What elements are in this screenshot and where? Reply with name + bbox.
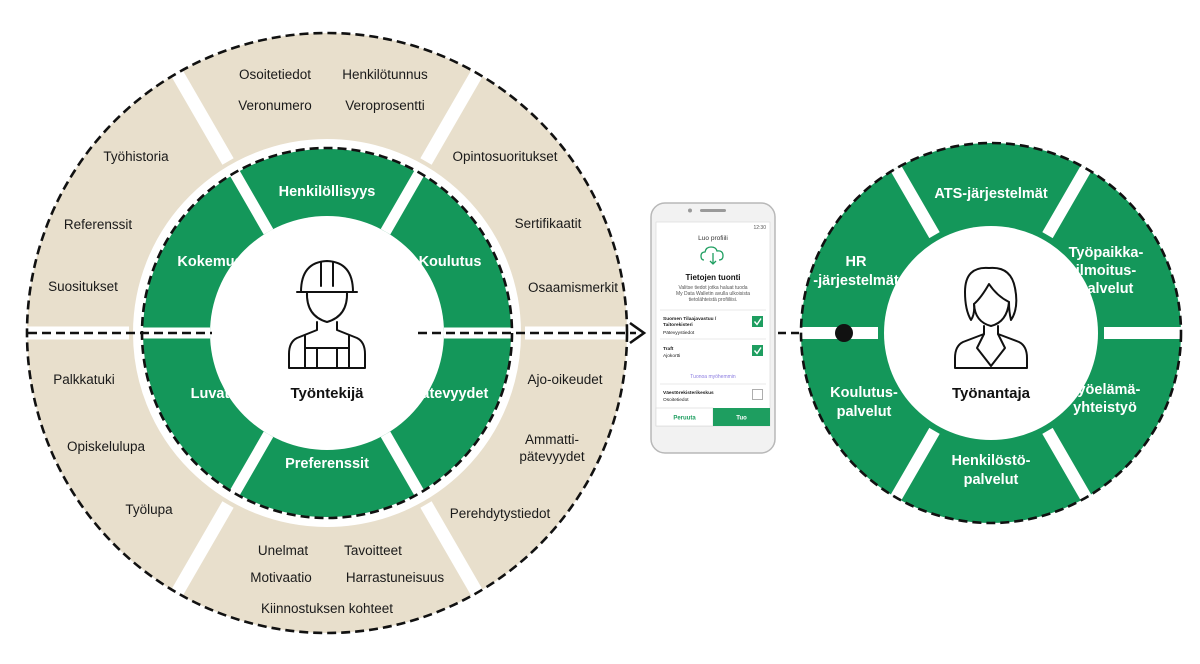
outer-item: Opiskelulupa [67, 439, 146, 454]
arrow-head-icon [629, 321, 647, 345]
employer-segment-tyoelama: Työelämä- [1070, 382, 1141, 398]
woman-avatar-icon [954, 266, 1028, 369]
phone-camera [688, 208, 692, 213]
phone-heading: Tietojen tuonti [686, 273, 741, 282]
employer-segment-koulutus: Koulutus- [830, 385, 898, 401]
outer-item: Työlupa [125, 502, 173, 517]
phone-speaker [700, 209, 726, 212]
phone-source-detail: Ajokortti [663, 353, 680, 359]
inner-segment-luvat: Luvat [191, 386, 230, 402]
outer-item: Osaamismerkit [528, 280, 618, 295]
outer-item: Henkilötunnus [342, 67, 428, 82]
employer-segment-hr: HR [846, 254, 867, 270]
phone-source-detail: Pätevyystiedot [663, 330, 695, 336]
employee-outer-border [25, 31, 629, 635]
employer-center [884, 226, 1098, 440]
connector-employee-to-phone [560, 321, 647, 345]
outer-item: Opintosuoritukset [452, 149, 557, 164]
phone-checkbox-checked[interactable] [752, 316, 763, 327]
worker-helmet-icon [288, 260, 366, 369]
employer-segment-henkilosto: palvelut [964, 472, 1019, 488]
employer-segment-tyopaikka: palvelut [1079, 281, 1134, 297]
employer-segment-henkilosto: Henkilöstö- [952, 453, 1031, 469]
employee-inner-labels: Henkilöllisyys Koulutus Pätevyydet Prefe… [177, 184, 488, 472]
phone-checkbox-checked[interactable] [752, 345, 763, 356]
phone-source-item[interactable]: Suomen Tilaajavastuu / Taitorekisteri Pä… [663, 316, 763, 336]
outer-item: Perehdytystiedot [450, 506, 551, 521]
phone-confirm-button-bg [713, 408, 770, 426]
outer-item: Tavoitteet [344, 543, 402, 558]
phone-confirm-button[interactable]: Tuo [736, 416, 747, 422]
outer-item: Palkkatuki [53, 372, 115, 387]
outer-item: pätevyydet [519, 449, 585, 464]
employer-separators [799, 165, 1183, 501]
outer-item: Referenssit [64, 217, 133, 232]
employer-border [799, 141, 1183, 525]
phone-mockup: 12:30 Luo profiili Tietojen tuonti Valit… [650, 202, 776, 454]
employer-segment-ats: ATS-järjestelmät [934, 186, 1048, 202]
outer-item: Työhistoria [103, 149, 169, 164]
inner-segment-preferenssit: Preferenssit [285, 456, 369, 472]
inner-segment-koulutus: Koulutus [419, 254, 482, 270]
outer-item: Osoitetiedot [239, 67, 311, 82]
phone-source-name: Traft [663, 346, 674, 352]
employer-segment-labels: ATS-järjestelmät Työpaikka- ilmoitus- pa… [813, 186, 1143, 488]
phone-source-detail: Osoitetiedot [663, 397, 689, 403]
outer-item: Suositukset [48, 279, 118, 294]
phone-source-name: Väestörekisterikeskus [663, 390, 714, 396]
outer-item: Sertifikaatit [515, 216, 582, 231]
inner-segment-patevyydet: Pätevyydet [412, 386, 489, 402]
employee-outer-labels: Osoitetiedot Henkilötunnus Veronumero Ve… [48, 67, 618, 616]
outer-item: Kiinnostuksen kohteet [261, 601, 393, 616]
phone-source-name: Taitorekisteri [663, 322, 693, 328]
outer-item: Ajo-oikeudet [527, 372, 602, 387]
phone-title: Luo profiili [698, 235, 728, 242]
inner-segment-henkilollisyys: Henkilöllisyys [279, 184, 376, 200]
phone-source-name: Suomen Tilaajavastuu / [663, 316, 717, 322]
employer-center-label: Työnantaja [952, 385, 1031, 402]
phone-cancel-button[interactable]: Peruuta [673, 416, 696, 422]
employee-wheel: Työntekijä Henkilöllisyys Koulutus Pätev… [25, 31, 629, 635]
outer-item: Unelmat [258, 543, 309, 558]
inner-segment-kokemus: Kokemus [177, 254, 242, 270]
phone-source-item[interactable]: Väestörekisterikeskus Osoitetiedot [663, 389, 763, 404]
phone-status-time: 12:30 [753, 225, 766, 231]
phone-description-line: tietolähteistä profiiliisi. [689, 297, 738, 303]
employer-segment-tyopaikka: Työpaikka- [1069, 245, 1144, 261]
phone-source-item[interactable]: Traft Ajokortti [663, 345, 763, 359]
phone-description-line: Valitse tiedot jotka haluat tuoda [678, 285, 747, 291]
phone-description-line: My Data Walletin avulla ulkoisista [676, 291, 750, 297]
outer-item: Veroprosentti [345, 98, 425, 113]
check-icon [753, 347, 762, 355]
employer-wheel: Työnantaja ATS-järjestelmät Työpaikka- i… [799, 141, 1183, 525]
employer-segment-tyoelama: yhteistyö [1073, 400, 1137, 416]
cloud-download-icon [700, 246, 724, 265]
phone-later-link[interactable]: Tuonoa myöhemmin [690, 374, 736, 380]
outer-item: Harrastuneisuus [346, 570, 445, 585]
check-icon [753, 318, 762, 326]
phone-checkbox-unchecked[interactable] [752, 389, 763, 400]
outer-item: Veronumero [238, 98, 312, 113]
employer-segment-koulutus: palvelut [837, 404, 892, 420]
outer-item: Motivaatio [250, 570, 312, 585]
employee-center [210, 216, 444, 450]
connector-endpoint-dot [835, 324, 853, 342]
employer-segment-tyopaikka: ilmoitus- [1076, 263, 1137, 279]
employee-center-label: Työntekijä [290, 385, 364, 402]
employer-segment-hr: -järjestelmät [813, 273, 899, 289]
outer-item: Ammatti- [525, 432, 579, 447]
